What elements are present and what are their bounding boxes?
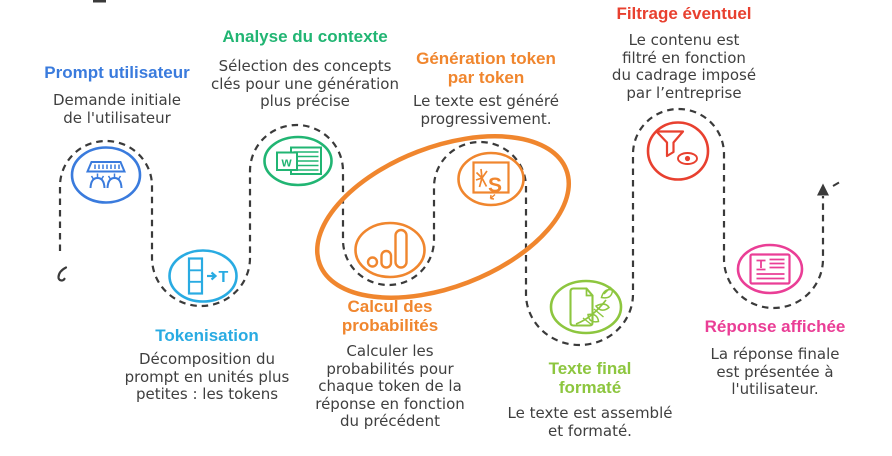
- step-title-tokenisation: Tokenisation: [155, 326, 259, 345]
- svg-text:T: T: [219, 269, 229, 286]
- step-title-generation-token: Génération token par token: [416, 49, 556, 87]
- funnel-eye-icon: [646, 121, 710, 181]
- step-desc-tokenisation: Décomposition du prompt en unités plus p…: [124, 350, 290, 403]
- highlight-ellipse: [314, 134, 572, 300]
- step-desc-reponse-affichee: La réponse finale est présentée à l'util…: [710, 345, 840, 398]
- svg-text:w: w: [281, 155, 293, 170]
- document-leaves-icon: [549, 279, 623, 335]
- flow-arrowhead-dash: [832, 181, 840, 187]
- screen-writing-icon: S: [457, 151, 525, 207]
- word-document-icon: w: [263, 135, 333, 187]
- flow-arrowhead: [817, 183, 829, 196]
- step-desc-prompt-utilisateur: Demande initiale de l'utilisateur: [52, 91, 182, 127]
- step-title-reponse-affichee: Réponse affichée: [704, 317, 846, 336]
- step-desc-texte-final-formate: Le texte est assemblé et formaté.: [507, 404, 673, 440]
- step-title-texte-final-formate: Texte final formaté: [548, 359, 632, 397]
- step-desc-filtrage-eventuel: Le contenu est filtré en fonction du cad…: [611, 31, 757, 102]
- token-split-icon: T: [168, 249, 238, 303]
- step-title-analyse-du-contexte: Analyse du contexte: [222, 27, 388, 46]
- bar-chart-icon: [354, 221, 426, 279]
- hands-typing-keyboard-icon: [70, 146, 142, 204]
- step-desc-generation-token: Le texte est généré progressivement.: [413, 92, 559, 128]
- cropped-text-artifact: [93, 0, 106, 3]
- flow-path: [57, 107, 840, 347]
- flow-start-hook: [57, 266, 68, 282]
- response-card-icon: [736, 243, 804, 295]
- step-desc-calcul-des-probabilites: Calculer les probabilités pour chaque to…: [315, 342, 465, 430]
- step-title-filtrage-eventuel: Filtrage éventuel: [616, 4, 752, 23]
- step-desc-analyse-du-contexte: Sélection des concepts clés pour une gén…: [211, 57, 399, 110]
- step-title-calcul-des-probabilites: Calcul des probabilités: [341, 297, 439, 335]
- step-title-prompt-utilisateur: Prompt utilisateur: [44, 63, 190, 82]
- flow-path-line: [58, 107, 825, 347]
- svg-text:S: S: [488, 174, 502, 197]
